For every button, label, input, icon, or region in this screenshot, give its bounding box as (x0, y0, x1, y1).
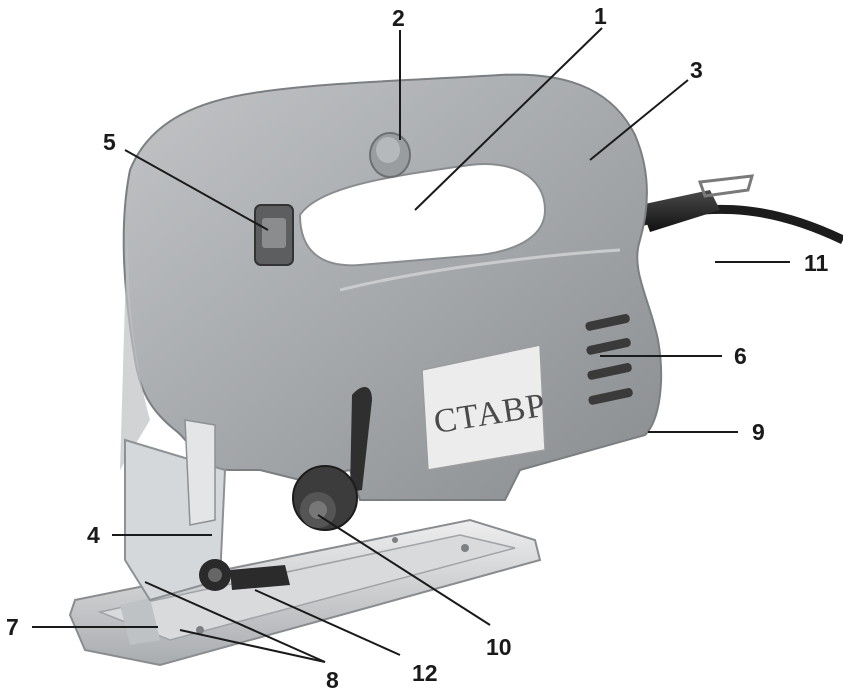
power-cord (638, 174, 843, 245)
callout-5: 5 (103, 129, 116, 155)
callout-2: 2 (392, 5, 405, 31)
callout-8: 8 (326, 667, 339, 693)
callout-12: 12 (412, 660, 438, 686)
callout-1: 1 (594, 3, 607, 29)
blade-guard (124, 419, 227, 602)
leader-12 (254, 589, 401, 656)
pendulum-lever (350, 386, 372, 492)
leader-8a (144, 581, 326, 663)
callout-6: 6 (734, 343, 747, 369)
speed-switch (254, 204, 294, 266)
callout-3: 3 (690, 57, 703, 83)
callout-11: 11 (804, 250, 829, 276)
leader-5 (124, 149, 269, 231)
base-plate (68, 518, 542, 667)
callout-4: 4 (87, 522, 100, 548)
ventilation-slots (585, 314, 633, 405)
leader-8b (179, 629, 326, 663)
callout-9: 9 (752, 419, 765, 445)
power-button (369, 132, 411, 178)
leader-10 (317, 514, 491, 626)
callout-10: 10 (486, 634, 512, 660)
leader-3 (589, 79, 689, 161)
leader-1 (414, 27, 603, 211)
blade-clamp (199, 559, 290, 591)
speed-dial (292, 465, 358, 531)
leader-lines (32, 27, 790, 663)
callout-labels: 1 2 3 4 5 6 7 8 9 10 11 12 (6, 3, 829, 693)
brand-plate: СТАВР (421, 344, 549, 471)
callout-7: 7 (6, 614, 19, 640)
